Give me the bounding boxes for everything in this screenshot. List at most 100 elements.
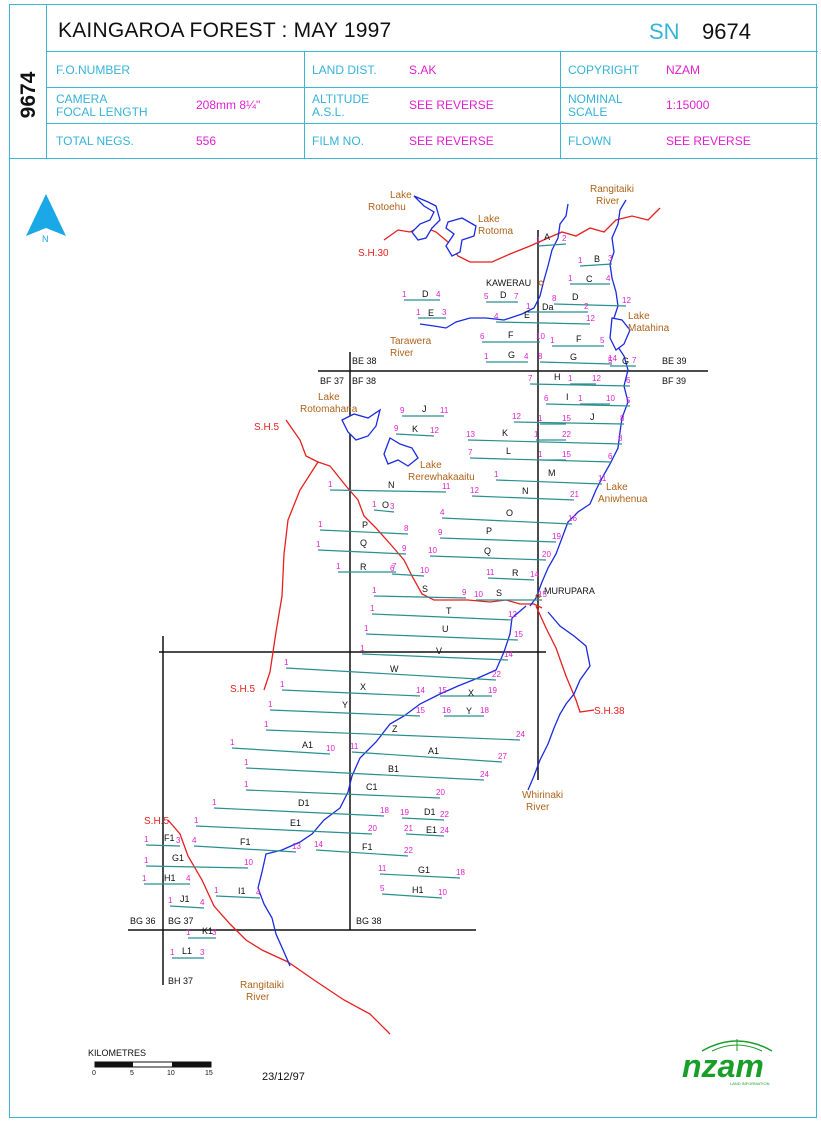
run-end-frame: 14 <box>416 686 425 695</box>
place-label-river: Tarawera <box>390 336 432 347</box>
sheet-title: KAINGAROA FOREST : MAY 1997 <box>58 19 392 42</box>
run-start-frame: 1 <box>336 562 341 571</box>
flight-run-line <box>195 825 373 835</box>
flight-run-line <box>471 495 575 501</box>
run-start-frame: 1 <box>316 540 321 549</box>
run-end-frame: 3 <box>176 836 181 845</box>
run-id-label: C1 <box>366 782 378 792</box>
sn-value: 9674 <box>702 19 751 44</box>
run-id-label: J <box>590 412 595 422</box>
place-label-river: River <box>246 992 270 1003</box>
run-end-frame: 19 <box>488 686 497 695</box>
field-label: ALTITUDE A.S.L. <box>312 92 370 119</box>
run-id-label: N <box>522 486 529 496</box>
run-id-label: K <box>502 428 508 438</box>
run-end-frame: 11 <box>598 474 607 483</box>
sheet-ref-label: BE 39 <box>662 356 687 366</box>
flight-run-line <box>169 905 205 909</box>
flight-run-line <box>319 529 409 535</box>
run-end-frame: 14 <box>504 650 513 659</box>
run-end-frame: 4 <box>186 874 191 883</box>
flight-run-line <box>351 751 503 763</box>
flight-run-line <box>529 383 631 387</box>
scale-tick: 0 <box>92 1070 96 1077</box>
run-id-label: F1 <box>164 833 175 843</box>
place-names: LakeRotoehuLakeRotomaRangitaikiRiverS.H.… <box>144 184 670 1003</box>
run-id-label: Z <box>392 724 398 734</box>
run-end-frame: 7 <box>514 292 519 301</box>
sheet-ref-label: BG 36 <box>130 916 156 926</box>
run-start-frame: 7 <box>528 374 533 383</box>
sheet-grid <box>128 230 708 985</box>
run-start-frame: 1 <box>264 720 269 729</box>
flight-run-line <box>213 807 385 817</box>
field-label: TOTAL NEGS. <box>56 134 134 148</box>
flight-run-line <box>537 243 567 247</box>
run-end-frame: 5 <box>600 336 605 345</box>
flight-run-line <box>379 873 461 879</box>
field-label: COPYRIGHT <box>568 63 640 77</box>
run-end-frame: 14 <box>530 570 539 579</box>
run-start-frame: 1 <box>280 680 285 689</box>
nzam-logo: nzam LAND INFORMATION <box>682 1039 773 1086</box>
run-end-frame: 6 <box>626 376 631 385</box>
sheet-ref-label: BH 37 <box>168 976 193 986</box>
place-label-lake: Aniwhenua <box>598 494 648 505</box>
flight-run-line <box>269 709 421 717</box>
run-start-frame: 1 <box>534 430 539 439</box>
field-value: SEE REVERSE <box>409 134 494 148</box>
flight-run-line <box>401 817 445 821</box>
run-id-label: E <box>428 308 434 318</box>
roads <box>167 207 661 1035</box>
run-end-frame: 27 <box>498 752 507 761</box>
run-id-label: A1 <box>428 746 439 756</box>
run-id-label: E1 <box>290 818 301 828</box>
run-start-frame: 1 <box>416 308 421 317</box>
place-label-road: S.H.30 <box>358 248 389 259</box>
run-end-frame: 7 <box>392 562 397 571</box>
run-id-label: G1 <box>172 853 184 863</box>
field-value: 1:15000 <box>666 98 710 112</box>
murupara-marker <box>535 593 541 599</box>
flight-run-line <box>215 895 261 899</box>
place-label-road: S.H.5 <box>254 422 279 433</box>
run-start-frame: 1 <box>568 274 573 283</box>
run-id-label: P <box>486 526 492 536</box>
run-id-label: H <box>554 372 561 382</box>
logo-tagline: LAND INFORMATION <box>730 1081 770 1086</box>
place-label-lake: Rerewhakaaitu <box>408 472 475 483</box>
flight-run-line <box>193 845 297 853</box>
run-id-label: F <box>508 330 514 340</box>
run-start-frame: 1 <box>578 394 583 403</box>
run-id-label: J <box>422 404 427 414</box>
run-start-frame: 11 <box>486 568 495 577</box>
flight-run-line <box>373 509 395 513</box>
run-start-frame: 1 <box>484 352 489 361</box>
flight-run-line <box>513 421 625 425</box>
run-id-label: P <box>362 520 368 530</box>
run-end-frame: 15 <box>416 706 425 715</box>
scale-title: KILOMETRES <box>88 1048 147 1058</box>
run-id-label: M <box>548 468 556 478</box>
run-id-label: U <box>442 624 449 634</box>
field-label: LAND DIST. <box>312 63 377 77</box>
place-label-road: S.H.5 <box>230 684 255 695</box>
run-start-frame: 1 <box>550 336 555 345</box>
run-id-label: B <box>594 254 600 264</box>
sheet-ref-label: BF 39 <box>662 376 686 386</box>
run-start-frame: 4 <box>494 312 499 321</box>
run-end-frame: 12 <box>622 296 631 305</box>
run-id-label: A <box>544 232 550 242</box>
run-start-frame: 11 <box>350 742 359 751</box>
kawerau-marker <box>538 280 544 286</box>
place-label-lake: Lake <box>478 214 500 225</box>
flight-run-line <box>441 517 573 525</box>
run-id-label: D1 <box>298 798 310 808</box>
run-start-frame: 1 <box>578 256 583 265</box>
north-label: N <box>42 234 49 244</box>
run-end-frame: 22 <box>440 810 449 819</box>
run-start-frame: 1 <box>142 874 147 883</box>
flight-run-line <box>245 789 441 799</box>
run-id-label: J1 <box>180 894 190 904</box>
run-start-frame: 19 <box>400 808 409 817</box>
